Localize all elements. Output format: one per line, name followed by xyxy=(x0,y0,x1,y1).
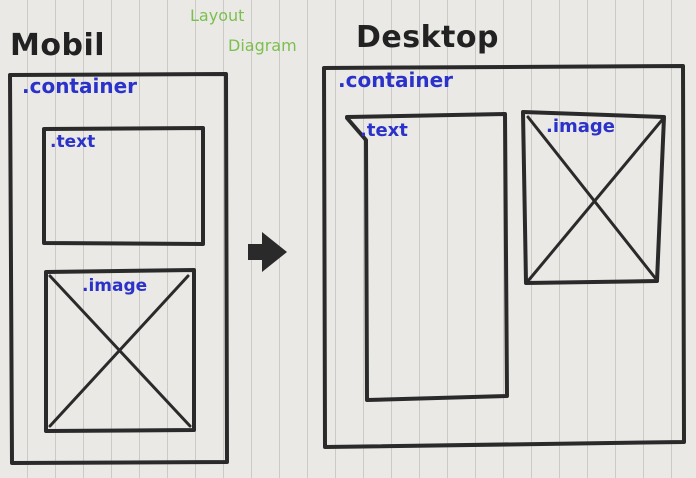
mobile-heading: Mobil xyxy=(10,28,106,63)
desktop-image-cross-1 xyxy=(526,115,658,281)
desktop-image-box xyxy=(521,110,666,285)
mobile-container-label: .container xyxy=(22,74,138,98)
mobile-image-cross-2 xyxy=(48,274,190,428)
diagram-title-line-2: Diagram xyxy=(228,36,297,55)
mobile-container-box xyxy=(8,72,229,465)
arrow-right-icon xyxy=(248,232,287,272)
diagram-title-line-1: Layout xyxy=(190,6,245,25)
desktop-container-label: .container xyxy=(338,68,454,92)
desktop-image-cross-2 xyxy=(526,118,664,283)
desktop-text-label: .text xyxy=(360,120,408,141)
mobile-image-box xyxy=(44,268,196,433)
desktop-text-box xyxy=(345,112,509,402)
mobile-text-box xyxy=(42,126,205,246)
desktop-container-box xyxy=(322,64,686,449)
desktop-image-label: .image xyxy=(546,116,616,137)
mobile-image-label: .image xyxy=(82,276,148,296)
desktop-heading: Desktop xyxy=(356,20,499,55)
mobile-text-label: .text xyxy=(50,132,96,152)
